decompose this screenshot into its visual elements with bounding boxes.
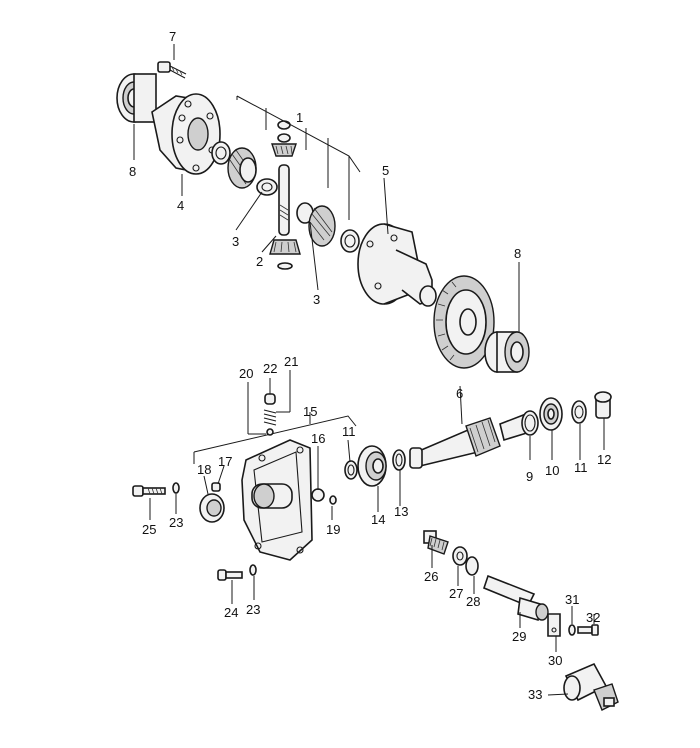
seal-28: [465, 556, 479, 576]
pinion-gear-bottom: [269, 239, 301, 270]
callout-5: 5: [382, 163, 389, 178]
side-gear-right: [296, 202, 336, 247]
callout-11-left: 11: [342, 424, 356, 439]
bolt-24: [217, 569, 243, 581]
callout-18: 18: [197, 462, 211, 477]
callout-30: 30: [548, 653, 562, 668]
bushing-27: [452, 546, 468, 566]
callout-3-left: 3: [232, 234, 239, 249]
sleeve-3-left: [256, 178, 278, 196]
group-bracket-1: [236, 95, 361, 220]
snap-ring-13: [392, 449, 406, 471]
ball-20: [266, 428, 274, 436]
pinion-shaft-6: [409, 412, 531, 469]
bearing-14: [357, 445, 387, 487]
callout-31: 31: [565, 592, 579, 607]
washer-23-lower: [249, 564, 257, 576]
washer-right: [340, 229, 360, 253]
callout-1: 1: [296, 110, 303, 125]
callout-7: 7: [169, 29, 176, 44]
callout-16: 16: [311, 431, 325, 446]
callout-23-upper: 23: [169, 515, 183, 530]
callout-4: 4: [177, 198, 184, 213]
pinion-gear-top: [271, 120, 297, 157]
leader-lines: [133, 44, 605, 696]
callout-27: 27: [449, 586, 463, 601]
sensor-33: [563, 662, 619, 711]
side-gear-left: [227, 147, 257, 189]
callout-21: 21: [284, 354, 298, 369]
callout-22: 22: [263, 361, 277, 376]
callout-19: 19: [326, 522, 340, 537]
ring-gear: [433, 275, 495, 369]
callout-29: 29: [512, 629, 526, 644]
callout-6: 6: [456, 386, 463, 401]
bushing-16: [311, 488, 325, 502]
breather-22: [264, 393, 276, 405]
drive-shaft-29: [483, 574, 549, 622]
callout-13: 13: [394, 504, 408, 519]
bolt-25: [132, 485, 166, 497]
callout-11-right: 11: [574, 460, 588, 475]
housing-4: [151, 93, 221, 175]
callout-8-right: 8: [514, 246, 521, 261]
callout-9: 9: [526, 469, 533, 484]
washer-31: [568, 624, 576, 636]
callout-32: 32: [586, 610, 600, 625]
gear-26: [423, 530, 449, 555]
callout-12: 12: [597, 452, 611, 467]
plug-17: [211, 482, 221, 492]
callout-labels: 7 1 8 4 5 3 2 3 8 6 20 22 21 15 11 16 17…: [129, 29, 611, 702]
cross-shaft-2: [278, 164, 290, 236]
callout-14: 14: [371, 512, 385, 527]
washer-23-upper: [172, 482, 180, 494]
callout-3-right: 3: [313, 292, 320, 307]
callout-15: 15: [303, 404, 317, 419]
callout-8-left: 8: [129, 164, 136, 179]
washer-11-left: [344, 460, 358, 480]
callout-2: 2: [256, 254, 263, 269]
callout-20: 20: [239, 366, 253, 381]
bolt-7: [157, 61, 187, 79]
group-bracket-15: [193, 412, 357, 464]
washer-11-right: [571, 400, 587, 424]
bracket-30: [547, 613, 561, 637]
callout-24: 24: [224, 605, 238, 620]
bearing-8-right: [484, 331, 530, 373]
callout-17: 17: [218, 454, 232, 469]
differential-case-5: [357, 223, 437, 307]
bearing-8-left: [116, 73, 157, 123]
snap-ring-9: [521, 410, 539, 436]
spring-21: [263, 409, 277, 426]
callout-26: 26: [424, 569, 438, 584]
callout-23-lower: 23: [246, 602, 260, 617]
oring-19: [329, 495, 337, 505]
nut-12: [594, 391, 612, 419]
callout-28: 28: [466, 594, 480, 609]
housing-cover-15: [241, 439, 313, 561]
washer-thrust: [211, 141, 231, 165]
bolt-32: [577, 624, 599, 636]
seal-18: [199, 493, 225, 523]
callout-33: 33: [528, 687, 542, 702]
callout-10: 10: [545, 463, 559, 478]
bearing-10: [539, 397, 563, 431]
callout-25: 25: [142, 522, 156, 537]
